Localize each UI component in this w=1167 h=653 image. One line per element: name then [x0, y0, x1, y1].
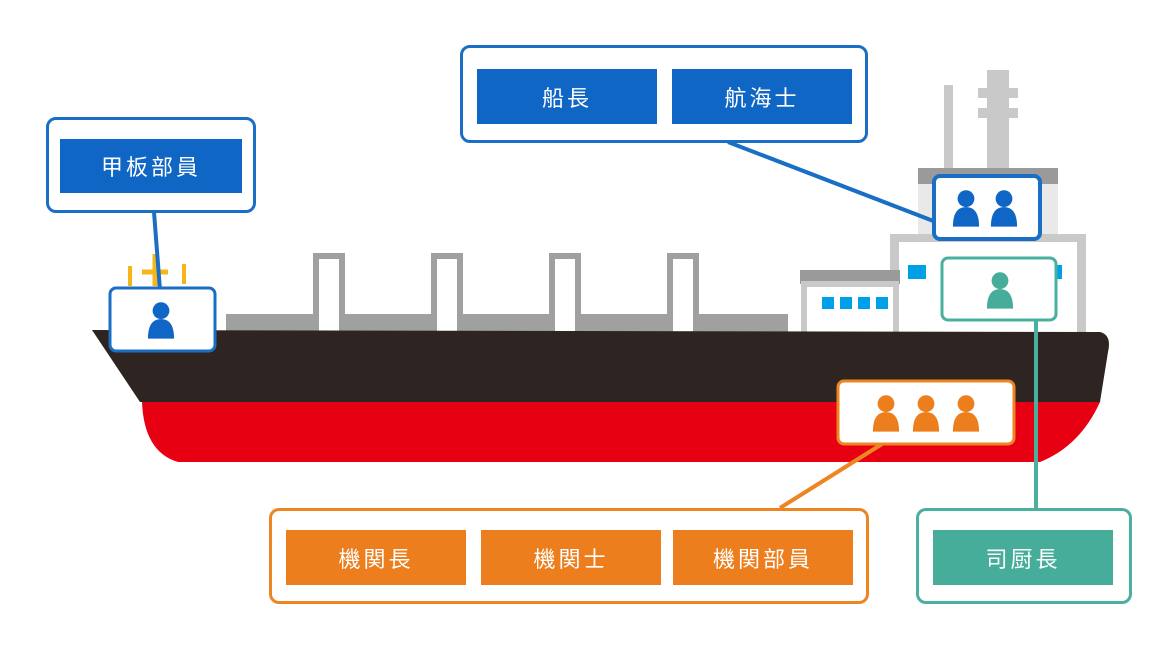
deck-crew-marker	[108, 286, 217, 353]
engine-crew-marker	[836, 379, 1016, 446]
bridge-officers-marker	[932, 174, 1042, 241]
navigator-label: 航海士	[672, 69, 852, 124]
deck-crew-connector	[152, 211, 162, 291]
engine-connector	[778, 442, 884, 510]
captain-label: 船長	[477, 69, 657, 124]
bridge-connector	[727, 140, 937, 224]
galley-panel: 司厨長	[916, 508, 1132, 604]
deck-crew-label: 甲板部員	[60, 139, 242, 193]
cargo-deck	[128, 253, 788, 334]
engine-department-panel: 機関長 機関士 機関部員	[269, 508, 869, 604]
deck-crew-panel: 甲板部員	[46, 117, 256, 213]
chief-engineer-label: 機関長	[286, 530, 466, 585]
engineer-label: 機関士	[481, 530, 661, 585]
engine-crew-label: 機関部員	[673, 530, 853, 585]
galley-marker	[940, 256, 1058, 322]
chief-cook-label: 司厨長	[933, 530, 1113, 585]
bridge-officers-panel: 船長 航海士	[460, 45, 868, 143]
